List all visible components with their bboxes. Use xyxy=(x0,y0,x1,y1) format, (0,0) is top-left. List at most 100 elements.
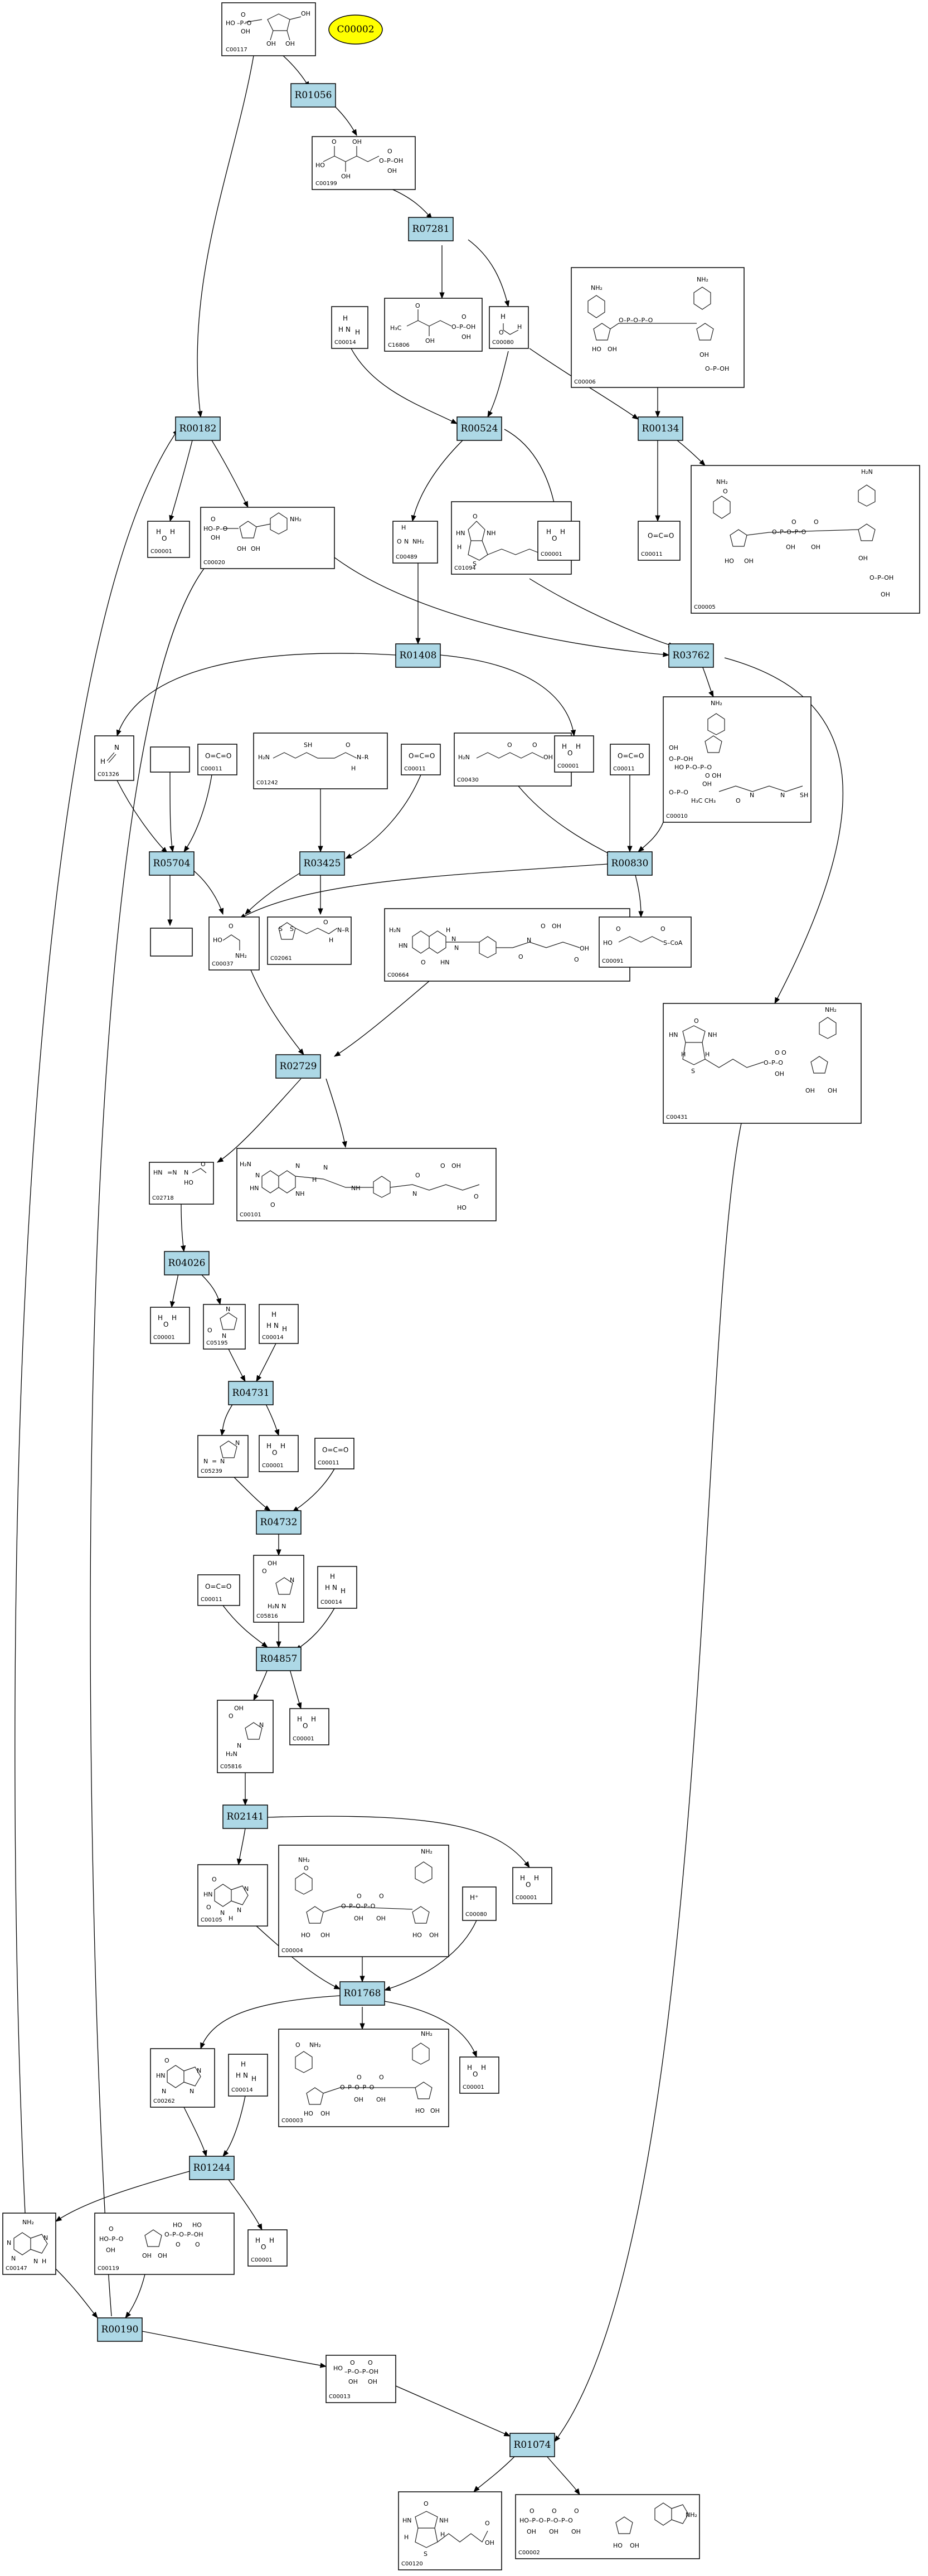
svg-text:H: H xyxy=(325,1584,330,1592)
compound-c02718[interactable]: HN =N N O HO C02718 xyxy=(149,1161,214,1205)
compound-c00001-e[interactable]: H O H C00001 xyxy=(259,1435,299,1472)
compound-c00001-c[interactable]: H O H C00001 xyxy=(554,735,594,773)
svg-text:H: H xyxy=(351,765,356,772)
svg-text:P–O–P–O: P–O–P–O xyxy=(686,764,712,771)
compound-c01326[interactable]: N H C01326 xyxy=(94,735,134,781)
compound-c00011-e[interactable]: O=C=O C00011 xyxy=(314,1438,354,1469)
compound-c05816-b[interactable]: OH O N H₂N N C05816 xyxy=(217,1700,274,1773)
reaction-r01244[interactable]: R01244 xyxy=(189,2156,235,2180)
svg-text:R00134: R00134 xyxy=(642,423,679,434)
compound-c00080-b[interactable]: H⁺ C00080 xyxy=(462,1886,497,1921)
svg-text:N: N xyxy=(780,792,785,799)
reaction-r00182[interactable]: R00182 xyxy=(175,416,221,441)
compound-c00091[interactable]: HO O O S–CoA C00091 xyxy=(599,916,692,968)
reaction-r00830[interactable]: R00830 xyxy=(607,851,653,876)
reaction-r03762[interactable]: R03762 xyxy=(668,643,714,668)
compound-c00262[interactable]: O HN N N N C00262 xyxy=(150,2048,215,2108)
reaction-r01768[interactable]: R01768 xyxy=(339,1981,385,2006)
compound-c01242[interactable]: H₂N SH N–R H O C01242 xyxy=(253,732,388,789)
compound-c00001-b[interactable]: H O H C00001 xyxy=(537,521,580,561)
compound-c00001-f[interactable]: H O H C00001 xyxy=(289,1708,329,1745)
compound-c02061[interactable]: S S N–R H O C02061 xyxy=(267,916,352,965)
reaction-r04026[interactable]: R04026 xyxy=(164,1251,210,1275)
svg-text:OH: OH xyxy=(266,40,276,47)
svg-text:R02729: R02729 xyxy=(280,1061,317,1072)
svg-text:C00006: C00006 xyxy=(574,379,596,385)
compound-empty-a[interactable] xyxy=(150,746,190,773)
reaction-r00134[interactable]: R00134 xyxy=(638,416,683,441)
svg-text:O: O xyxy=(201,1161,206,1168)
compound-c00120[interactable]: O HN NH H H S O OH C00120 xyxy=(398,2491,502,2570)
compound-c00006[interactable]: NH₂ O–P–O–P–O NH₂ HO OH OH O–P–OH C00006 xyxy=(571,267,745,388)
compound-c00014-b[interactable]: H H N H C00014 xyxy=(259,1304,299,1344)
compound-c05816-a[interactable]: OH O N H₂N N C05816 xyxy=(253,1555,304,1623)
svg-text:N: N xyxy=(184,1169,188,1176)
compound-c00002[interactable]: HO–P–O–P–O–P–O O O O OH OH OH NH₂ HO OH … xyxy=(515,2494,700,2559)
compound-c00147[interactable]: NH₂ N N N N H C00147 xyxy=(2,2213,56,2275)
compound-c00013[interactable]: HO –P–O–P–OH O O OH OH C00013 xyxy=(325,2355,396,2403)
compound-c00014-c[interactable]: H H N H C00014 xyxy=(317,1566,357,1609)
compound-c00010[interactable]: NH₂ OH O–P–OH HO P–O–P–O O OH O–P–O H₃C … xyxy=(663,696,812,823)
svg-text:O: O xyxy=(272,1449,277,1457)
reaction-r04731[interactable]: R04731 xyxy=(228,1381,274,1405)
compound-c00004[interactable]: NH₂ O O–P–O–P–O O O OH OH NH₂ HO OH HO O… xyxy=(278,1845,449,1957)
compound-c00001-h[interactable]: H O H C00001 xyxy=(459,2056,499,2094)
compound-c00101[interactable]: H₂N N HN N H N NH O NH N O O OH HO O C00… xyxy=(236,1148,497,1221)
svg-text:H: H xyxy=(401,524,406,531)
compound-c00003[interactable]: O NH₂ O–P–O–P–O O O OH OH NH₂ HO OH HO O… xyxy=(278,2029,449,2127)
svg-text:N: N xyxy=(226,1306,230,1313)
compound-c00011-a[interactable]: O=C=O C00011 xyxy=(638,521,681,561)
reaction-r04857[interactable]: R04857 xyxy=(256,1647,302,1671)
compound-c00105[interactable]: O HN N O N N H C00105 xyxy=(197,1864,268,1927)
svg-text:OH: OH xyxy=(608,346,617,353)
reaction-r02729[interactable]: R02729 xyxy=(275,1054,321,1079)
svg-text:C00014: C00014 xyxy=(334,339,356,346)
svg-text:O: O xyxy=(162,535,167,542)
reaction-r01074[interactable]: R01074 xyxy=(509,2433,555,2457)
reaction-r03425[interactable]: R03425 xyxy=(299,851,345,876)
compound-c00430[interactable]: H₂N O OH O C00430 xyxy=(454,732,572,787)
compound-c00011-d[interactable]: O=C=O C00011 xyxy=(610,744,650,775)
reaction-r01056[interactable]: R01056 xyxy=(290,83,336,108)
compound-c00005[interactable]: NH₂ O O–P–O–P–O O O OH OH H₂N HO OH OH O… xyxy=(691,465,920,614)
compound-c00080[interactable]: H O H C00080 xyxy=(489,306,529,349)
svg-text:H: H xyxy=(158,1314,163,1322)
compound-c00489[interactable]: H O N NH₂ C00489 xyxy=(392,521,438,564)
svg-text:N: N xyxy=(162,2088,166,2095)
compound-c00199[interactable]: HO O OH OH O–P–OH O OH C00199 xyxy=(312,136,416,190)
svg-text:NH: NH xyxy=(295,1190,305,1197)
reaction-r00524[interactable]: R00524 xyxy=(456,416,502,441)
svg-text:C00430: C00430 xyxy=(457,777,479,783)
compound-c00117[interactable]: HO –P–O O OH OH OH OH C00117 xyxy=(221,2,316,56)
reaction-r02141[interactable]: R02141 xyxy=(222,1804,268,1829)
svg-text:HO–P–O–P–O–P–O: HO–P–O–P–O–P–O xyxy=(519,2517,573,2524)
compound-c00664[interactable]: H₂N HN H N N O HN O N O OH OH O C00664 xyxy=(384,908,630,982)
compound-c05239[interactable]: N N = N C05239 xyxy=(197,1435,249,1478)
compound-c16806[interactable]: H₃C O OH O–P–OH O OH C16806 xyxy=(384,298,483,352)
reaction-r00190[interactable]: R00190 xyxy=(97,2317,143,2342)
compound-c00001-a[interactable]: H O H C00001 xyxy=(147,521,190,558)
svg-text:N: N xyxy=(237,1742,241,1749)
compound-c00001-g[interactable]: H O H C00001 xyxy=(512,1867,552,1904)
compound-c00037[interactable]: O HO NH₂ C00037 xyxy=(208,916,260,971)
reaction-r01408[interactable]: R01408 xyxy=(395,643,441,668)
compound-c00014-d[interactable]: H H N H C00014 xyxy=(228,2054,268,2097)
reaction-r05704[interactable]: R05704 xyxy=(149,851,195,876)
compound-c00011-f[interactable]: O=C=O C00011 xyxy=(197,1574,240,1606)
compound-c00011-b[interactable]: O=C=O C00011 xyxy=(197,744,237,775)
svg-text:H: H xyxy=(517,323,522,331)
compound-c00014[interactable]: H H N H C00014 xyxy=(331,306,368,349)
svg-text:R03762: R03762 xyxy=(673,650,710,661)
reaction-r04732[interactable]: R04732 xyxy=(256,1510,302,1535)
svg-text:HN: HN xyxy=(440,959,450,966)
compound-c00001-d[interactable]: H O H C00001 xyxy=(150,1307,190,1344)
compound-c00431[interactable]: O HN NH H H S O–P–O O O OH NH₂ OH OH C00… xyxy=(663,1003,862,1124)
compound-c00119[interactable]: HO–P–O O OH O–P–O–P–OH HO HO O O OH OH C… xyxy=(94,2213,235,2275)
reaction-r07281[interactable]: R07281 xyxy=(408,217,454,241)
svg-text:C00001: C00001 xyxy=(150,549,172,555)
compound-c05195[interactable]: N O N C05195 xyxy=(203,1304,246,1350)
compound-c00011-c[interactable]: O=C=O C00011 xyxy=(401,744,441,775)
compound-empty-b[interactable] xyxy=(150,928,193,957)
compound-c00020[interactable]: HO–P–O O OH NH₂ OH OH C00020 xyxy=(200,507,335,569)
compound-c00001-i[interactable]: H O H C00001 xyxy=(247,2229,288,2267)
